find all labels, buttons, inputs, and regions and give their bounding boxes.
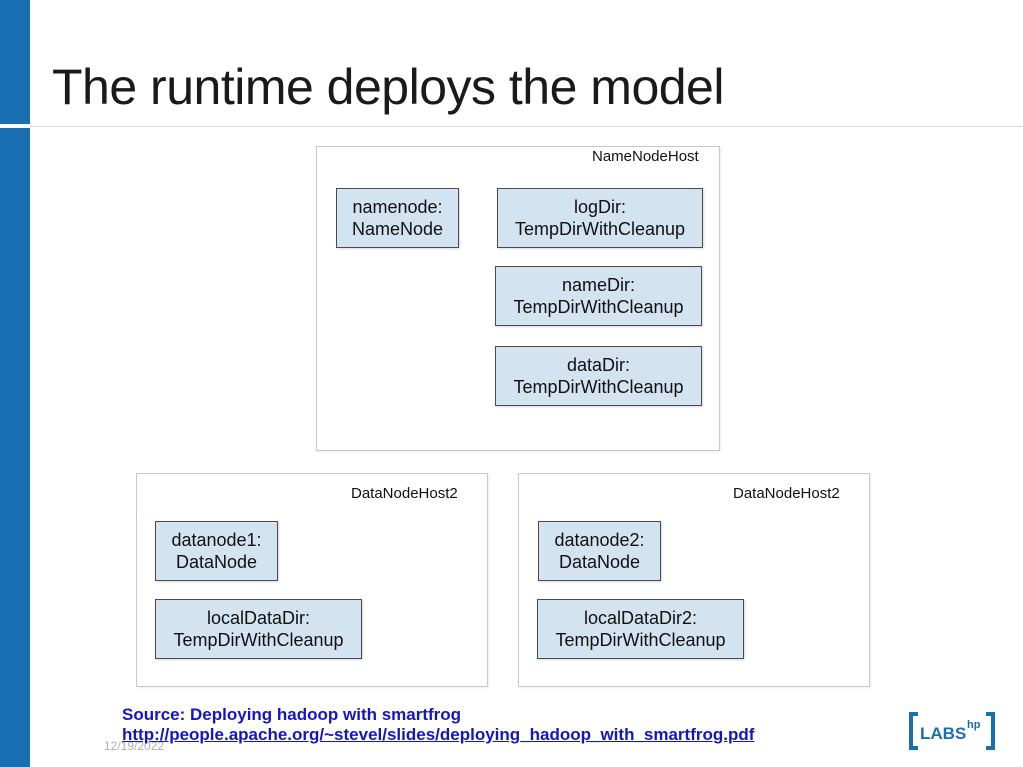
component-type: TempDirWithCleanup (555, 630, 726, 650)
source-link[interactable]: http://people.apache.org/~stevel/slides/… (122, 725, 755, 744)
component-type: DataNode (175, 552, 258, 572)
component-localdatadir: localDataDir: TempDirWithCleanup (155, 599, 362, 659)
component-namenode: namenode: NameNode (336, 188, 459, 248)
component-type: TempDirWithCleanup (173, 630, 344, 650)
component-namedir: nameDir: TempDirWithCleanup (495, 266, 702, 326)
source-citation: Source: Deploying hadoop with smartfrog … (122, 705, 754, 745)
component-name: datanode2: (554, 530, 645, 550)
hp-labs-logo: LABS hp (909, 712, 995, 750)
component-name: logDir: (573, 197, 626, 217)
component-logdir: logDir: TempDirWithCleanup (497, 188, 703, 248)
logo-text: LABS (920, 724, 966, 743)
component-type: TempDirWithCleanup (513, 297, 684, 317)
component-name: namenode: (352, 197, 443, 217)
slide-date: 12/19/2022 (104, 739, 165, 753)
component-type: TempDirWithCleanup (513, 377, 684, 397)
host-label: DataNodeHost2 (733, 485, 840, 502)
host-label: NameNodeHost (592, 148, 699, 165)
component-type: DataNode (558, 552, 641, 572)
component-name: localDataDir: (206, 608, 311, 628)
component-name: localDataDir2: (583, 608, 698, 628)
component-type: TempDirWithCleanup (514, 219, 686, 239)
logo-superscript: hp (967, 719, 981, 731)
source-line: Source: Deploying hadoop with smartfrog (122, 705, 462, 724)
sidebar-notch (0, 124, 30, 128)
sidebar-stripe (0, 0, 30, 767)
component-type: NameNode (351, 219, 444, 239)
title-divider (30, 126, 1023, 127)
component-name: nameDir: (561, 275, 636, 295)
slide-title: The runtime deploys the model (52, 59, 724, 115)
component-localdatadir2: localDataDir2: TempDirWithCleanup (537, 599, 744, 659)
host-label: DataNodeHost2 (351, 485, 458, 502)
component-datanode2: datanode2: DataNode (538, 521, 661, 581)
component-datadir: dataDir: TempDirWithCleanup (495, 346, 702, 406)
component-name: datanode1: (171, 530, 262, 550)
component-name: dataDir: (566, 355, 631, 375)
component-datanode1: datanode1: DataNode (155, 521, 278, 581)
